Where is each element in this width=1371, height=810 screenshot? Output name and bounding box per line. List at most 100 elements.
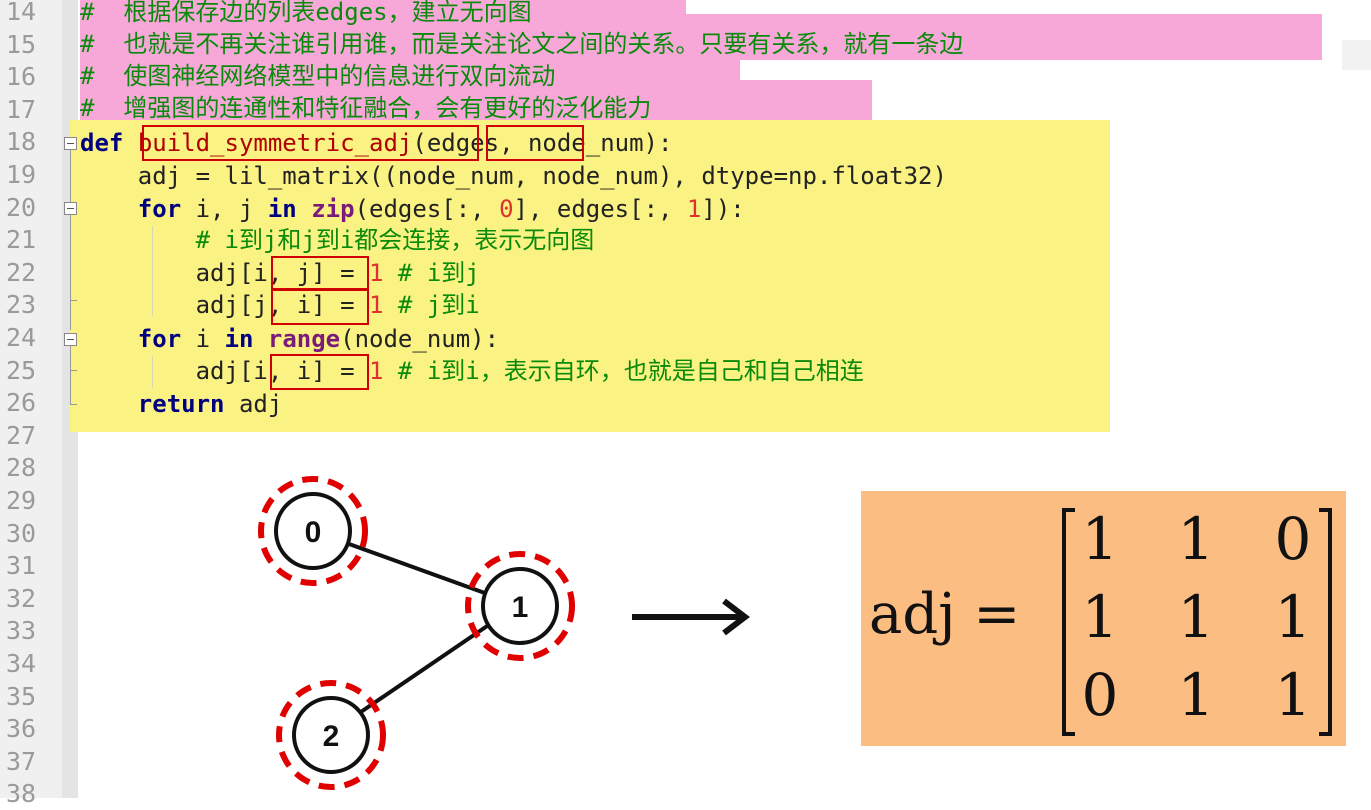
index-expression: [i, i] <box>238 357 326 385</box>
line-number: 17 <box>6 94 37 124</box>
keyword-for: for <box>137 195 182 223</box>
node-2: 2 <box>276 680 386 790</box>
matrix-label: adj = <box>869 582 1021 647</box>
number-literal: 1 <box>369 357 384 385</box>
right-bracket-icon <box>1319 508 1332 736</box>
inline-comment: # i到j和j到i都会连接，表示无向图 <box>195 226 595 254</box>
line-number: 38 <box>6 779 37 809</box>
node-0-label: 0 <box>305 516 322 549</box>
adjacency-matrix-panel: adj = 1 1 0 1 1 1 0 1 1 <box>861 491 1346 746</box>
code-line-23: adj[j, i] = 1 # j到i <box>80 289 480 321</box>
code-line-18: def build_symmetric_adj(edges, node_num)… <box>80 127 672 159</box>
fold-toggle-icon[interactable] <box>64 202 77 215</box>
code-text: adj <box>195 259 239 287</box>
code-text: = <box>325 259 370 287</box>
node-1-label: 1 <box>512 591 529 624</box>
code-line-22: adj[i, j] = 1 # i到j <box>80 257 480 289</box>
code-space <box>253 325 267 353</box>
node-2-label: 2 <box>323 720 340 753</box>
line-number: 36 <box>6 714 37 744</box>
builtin-range: range <box>267 325 341 353</box>
code-text: (node_num): <box>340 325 500 353</box>
paren: ( <box>412 129 427 157</box>
number-literal: 1 <box>369 291 384 319</box>
line-number: 24 <box>6 323 37 352</box>
number-literal: 0 <box>499 195 514 223</box>
fold-end-marker <box>70 370 77 371</box>
fold-guide <box>70 150 71 202</box>
indent-guide <box>152 226 153 316</box>
line-number: 32 <box>6 583 37 613</box>
line-number: 22 <box>6 257 37 287</box>
line-number: 18 <box>6 127 37 157</box>
line-number: 21 <box>6 225 37 255</box>
matrix-cell: 1 <box>1177 661 1215 729</box>
matrix-cell: 1 <box>1081 505 1119 573</box>
inline-comment: # i到i，表示自环，也就是自己和自己相连 <box>383 357 864 385</box>
line-number: 19 <box>6 160 37 189</box>
line-number: 29 <box>6 486 37 515</box>
edges-param-box <box>486 125 584 161</box>
fold-toggle-icon[interactable] <box>64 137 77 150</box>
line-number: 37 <box>6 746 37 776</box>
index-box-ij <box>271 256 369 290</box>
matrix-cell: 0 <box>1274 505 1312 573</box>
function-name-box <box>142 125 479 161</box>
code-text: adj <box>224 390 283 418</box>
code-space <box>297 195 311 223</box>
code-text: i, j <box>181 195 268 223</box>
code-text: ], edges[:, <box>513 195 687 223</box>
code-line-15: # 也就是不再关注谁引用谁，而是关注论文之间的关系。只要有关系，就有一条边 <box>80 30 964 58</box>
fold-guide <box>70 346 71 404</box>
matrix-cell: 1 <box>1177 505 1215 573</box>
matrix-cell: 1 <box>1177 583 1215 651</box>
keyword-in: in <box>267 195 297 223</box>
line-number: 28 <box>6 453 37 483</box>
line-number: 23 <box>6 290 37 320</box>
number-literal: 1 <box>686 195 702 223</box>
fold-guide <box>70 215 71 330</box>
code-line-17: # 增强图的连通性和特征融合，会有更好的泛化能力 <box>80 94 652 122</box>
code-highlight <box>70 120 1110 432</box>
line-number: 34 <box>6 649 37 678</box>
code-line-26: return adj <box>80 388 283 420</box>
code-text: = <box>325 291 370 319</box>
line-number: 27 <box>6 420 37 450</box>
node-1: 1 <box>465 551 575 661</box>
matrix-cell: 0 <box>1081 661 1119 729</box>
index-box-ii <box>270 354 369 390</box>
keyword-in: in <box>224 325 254 353</box>
fold-end-marker <box>70 404 77 405</box>
function-name: build_symmetric_adj <box>137 129 413 157</box>
number-literal: 1 <box>369 259 384 287</box>
line-number: 31 <box>6 551 37 581</box>
code-text: (edges[:, <box>354 195 500 223</box>
code-text: i <box>181 325 225 353</box>
line-number: 25 <box>6 355 37 385</box>
code-line-20: for i, j in zip(edges[:, 0], edges[:, 1]… <box>80 193 745 225</box>
scrollbar-thumb[interactable] <box>1342 40 1371 70</box>
inline-comment: # j到i <box>383 291 480 319</box>
line-number: 35 <box>6 681 37 711</box>
matrix-cell: 1 <box>1274 583 1312 651</box>
indent-guide <box>152 356 153 388</box>
comment-highlight <box>80 80 872 120</box>
code-text: ]): <box>701 195 745 223</box>
code-text: = <box>325 357 370 385</box>
keyword-return: return <box>137 390 225 418</box>
code-line-16: # 使图神经网络模型中的信息进行双向流动 <box>80 62 556 90</box>
keyword-for: for <box>137 325 182 353</box>
inline-comment: # i到j <box>383 259 480 287</box>
matrix-cell: 1 <box>1274 661 1312 729</box>
line-number: 14 <box>6 0 37 26</box>
arrow-right-icon <box>632 598 750 636</box>
code-line-19: adj = lil_matrix((node_num, node_num), d… <box>80 162 947 190</box>
line-number: 33 <box>6 616 37 646</box>
line-number-gutter <box>0 0 62 798</box>
code-line-21: # i到j和j到i都会连接，表示无向图 <box>80 224 595 256</box>
code-line-25: adj[i, i] = 1 # i到i，表示自环，也就是自己和自己相连 <box>80 355 864 387</box>
code-line-14: # 根据保存边的列表edges，建立无向图 <box>80 0 532 26</box>
index-expression: [j, i] <box>238 291 326 319</box>
fold-toggle-icon[interactable] <box>64 333 77 346</box>
code-text: adj <box>195 357 239 385</box>
